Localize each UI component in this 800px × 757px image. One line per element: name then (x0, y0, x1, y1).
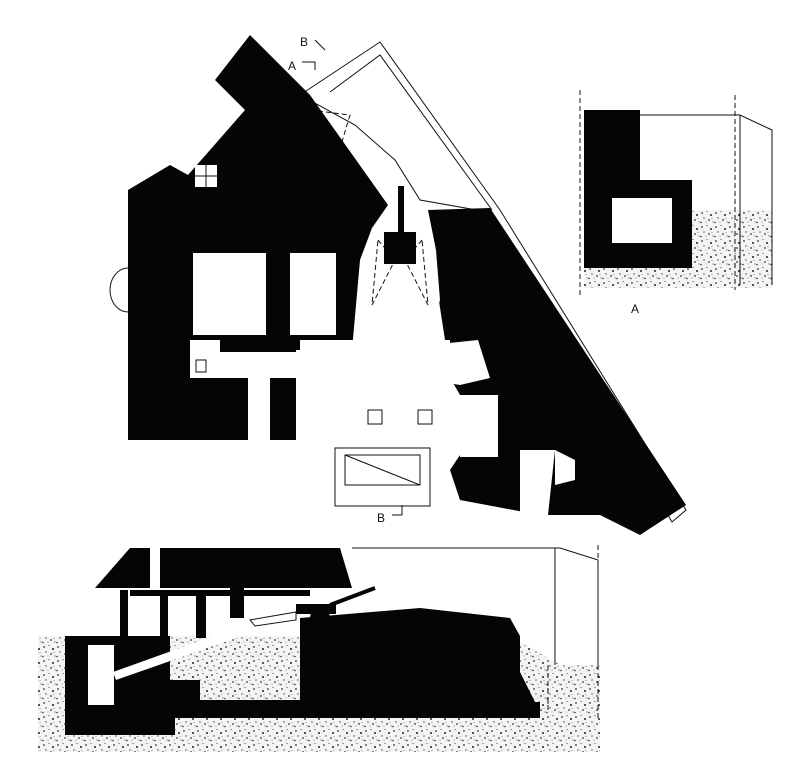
plan-gun-barrel (398, 186, 404, 236)
plan-gun-embrasure (355, 230, 445, 340)
plan-rear-entrance (334, 447, 431, 507)
plan-room-right (290, 253, 336, 335)
section-b-gun (249, 586, 376, 628)
section-b-view (38, 545, 600, 752)
plan-main-block (128, 35, 388, 440)
plan-embrasure-inner-line (329, 54, 493, 211)
section-mark-b-bottom: B (377, 511, 385, 525)
section-b-foundation (65, 636, 540, 735)
section-b-casemate (300, 608, 535, 702)
plan-view: A B B (109, 35, 687, 535)
plan-bay (109, 267, 129, 313)
plan-room-left (193, 253, 266, 335)
plan-side-room (460, 395, 498, 457)
section-b-roof (95, 548, 352, 588)
section-b-shaft (88, 645, 114, 705)
section-a-room (612, 198, 672, 243)
section-b-tunnel (113, 630, 236, 680)
section-mark-a-top: A (288, 59, 296, 73)
section-a-caption: A (631, 302, 639, 316)
plan-gun (384, 232, 416, 264)
section-mark-b-top: B (300, 35, 308, 49)
plan-stair (520, 450, 555, 515)
section-a-view: A (579, 90, 773, 316)
section-a-structure (584, 110, 692, 268)
plan-corridor-down (248, 372, 270, 440)
